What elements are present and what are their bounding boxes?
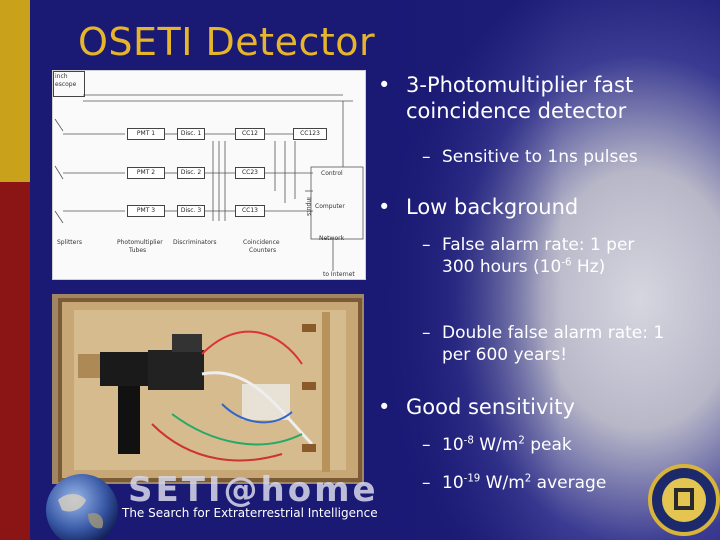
- bullet-2-sub-1-marker: –: [422, 235, 431, 255]
- cc23-box: CC23: [235, 167, 265, 179]
- false-alarm-exponent: -6: [561, 257, 572, 269]
- bullet-3-sub-2-text: 10-19 W/m2 average: [442, 472, 606, 494]
- left-accent-strip-red: [0, 182, 30, 540]
- bullet-1-sub-text: Sensitive to 1ns pulses: [442, 147, 638, 167]
- peak-label: peak: [524, 435, 572, 455]
- disc-1-box: Disc. 1: [177, 128, 205, 140]
- false-alarm-unit: Hz): [571, 257, 606, 277]
- left-accent-strip-gold: [0, 0, 30, 182]
- diagram-wires: [54, 94, 364, 271]
- earth-globe-icon: [46, 474, 118, 540]
- inputs-label: Inputs: [304, 197, 312, 216]
- peak-unit-exponent: 2: [518, 435, 525, 447]
- counters-label: Counters: [249, 247, 277, 254]
- coincidence-label: Coincidence: [243, 239, 280, 246]
- cc12-box: CC12: [235, 128, 265, 140]
- diagram-label-telescope-1: inch: [55, 73, 68, 80]
- average-unit: W/m: [480, 473, 525, 493]
- seti-logo-wordmark: SETI@home: [128, 470, 379, 510]
- bullet-3-sub-2-marker: –: [422, 473, 431, 493]
- tubes-label: Tubes: [129, 247, 147, 254]
- network-label: Network: [319, 235, 345, 242]
- false-alarm-rate-text: False alarm rate: 1 per 300 hours (10: [442, 235, 635, 277]
- disc-2-box: Disc. 2: [177, 167, 205, 179]
- bullet-3-sub-1-marker: –: [422, 435, 431, 455]
- cc13-box: CC13: [235, 205, 265, 217]
- slide-title: OSETI Detector: [78, 20, 376, 64]
- average-exponent: -19: [463, 473, 481, 485]
- bullet-3-text: Good sensitivity: [406, 395, 575, 419]
- bullet-1-sub-marker: –: [422, 147, 431, 167]
- bullet-2-sub-1-text: False alarm rate: 1 per 300 hours (10-6 …: [442, 234, 662, 278]
- cc123-box: CC123: [293, 128, 327, 140]
- university-seal-icon: [648, 464, 720, 536]
- average-label: average: [531, 473, 607, 493]
- bullet-3-marker: •: [378, 395, 391, 419]
- bullet-3-sub-1-text: 10-8 W/m2 peak: [442, 434, 572, 456]
- peak-unit: W/m: [473, 435, 519, 455]
- computer-label: Computer: [315, 203, 345, 210]
- bullet-1-marker: •: [378, 73, 391, 97]
- disc-3-box: Disc. 3: [177, 205, 205, 217]
- pmt-2-box: PMT 2: [127, 167, 165, 179]
- control-label: Control: [321, 170, 343, 177]
- detector-block-diagram: inch escope PMT 1 PMT 2 PMT 3 Disc. 1 Di…: [52, 70, 366, 280]
- peak-base: 10: [442, 435, 464, 455]
- internet-label: to Internet: [323, 271, 355, 278]
- peak-exponent: -8: [463, 435, 474, 447]
- seti-logo: SETI@home The Search for Extraterrestria…: [30, 470, 400, 540]
- bullet-1-text: 3-Photomultiplier fast coincidence detec…: [406, 73, 634, 123]
- splitters-label: Splitters: [57, 239, 82, 246]
- average-base: 10: [442, 473, 464, 493]
- bullet-2-marker: •: [378, 195, 391, 219]
- discriminators-label: Discriminators: [173, 239, 217, 246]
- detector-photo-drawing: [52, 294, 364, 484]
- detector-photo: [52, 294, 364, 484]
- seti-tagline: The Search for Extraterrestrial Intellig…: [122, 506, 378, 520]
- average-unit-exponent: 2: [524, 473, 532, 485]
- pmt-3-box: PMT 3: [127, 205, 165, 217]
- pmt-1-box: PMT 1: [127, 128, 165, 140]
- photomultiplier-label: Photomultiplier: [117, 239, 163, 246]
- diagram-label-telescope-2: escope: [55, 81, 77, 88]
- bullet-2-sub-2-text: Double false alarm rate: 1 per 600 years…: [442, 323, 665, 365]
- bullet-2-sub-2-marker: –: [422, 323, 431, 343]
- bullet-2-text: Low background: [406, 195, 579, 219]
- telescope-box: [53, 71, 85, 97]
